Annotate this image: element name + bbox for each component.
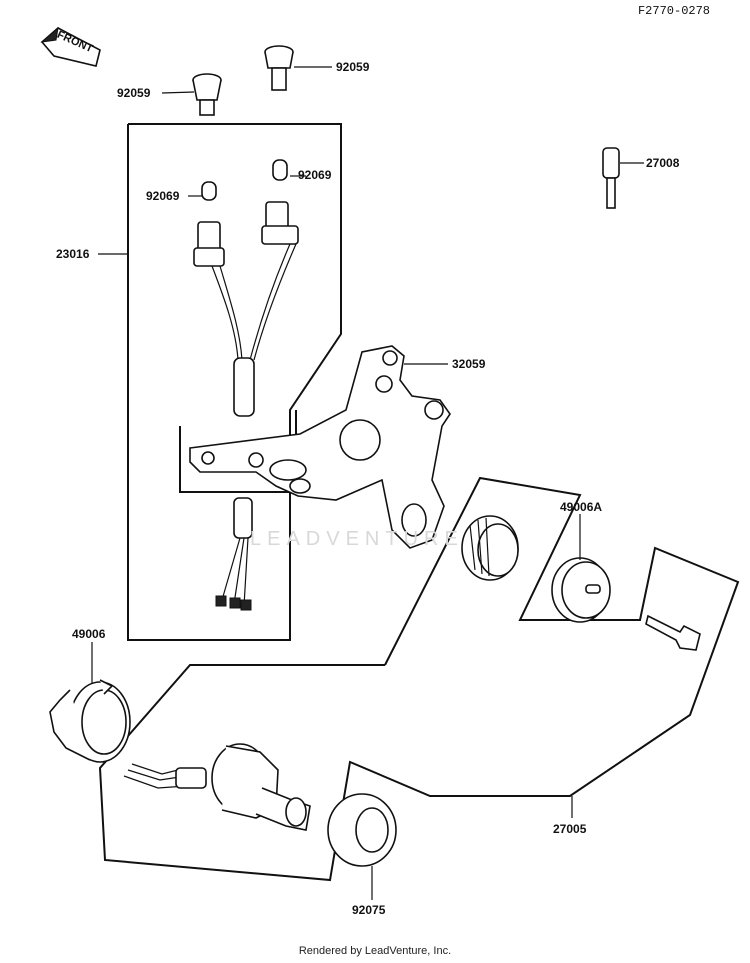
indicator-lamp-harness [193, 201, 299, 611]
figure-number: F2770-0278 [637, 4, 710, 18]
key-27008 [602, 147, 620, 209]
cap-49006A [551, 557, 611, 623]
callout-92059-left: 92059 [117, 86, 151, 100]
watermark: LEADVENTURE [250, 528, 464, 550]
leader-lines [91, 66, 644, 900]
footer-credit: Rendered by LeadVenture, Inc. [298, 945, 452, 957]
group-outline-23016 [127, 123, 342, 641]
callout-92069-left: 92069 [146, 189, 180, 203]
callout-23016: 23016 [56, 247, 90, 261]
callout-27005: 27005 [553, 822, 587, 836]
callout-92075: 92075 [352, 903, 386, 917]
callout-49006A: 49006A [560, 500, 603, 514]
cap-92059-right [264, 45, 294, 91]
knurled-ring [461, 515, 519, 581]
bracket-32059 [189, 345, 451, 549]
cap-92059-left [192, 73, 222, 116]
callout-32059: 32059 [452, 357, 486, 371]
callout-92059-right: 92059 [336, 60, 370, 74]
bulb-92069-right [272, 159, 288, 181]
callout-92069-right: 92069 [298, 168, 332, 182]
group-outline-27005 [98, 476, 740, 882]
front-arrow [40, 26, 101, 67]
ring-92075 [327, 793, 397, 867]
key-27005 [645, 614, 701, 651]
callout-27008: 27008 [646, 156, 680, 170]
cover-49006 [49, 679, 131, 763]
bulb-92069-left [201, 181, 217, 201]
callout-49006: 49006 [72, 627, 106, 641]
ignition-switch [123, 743, 311, 831]
